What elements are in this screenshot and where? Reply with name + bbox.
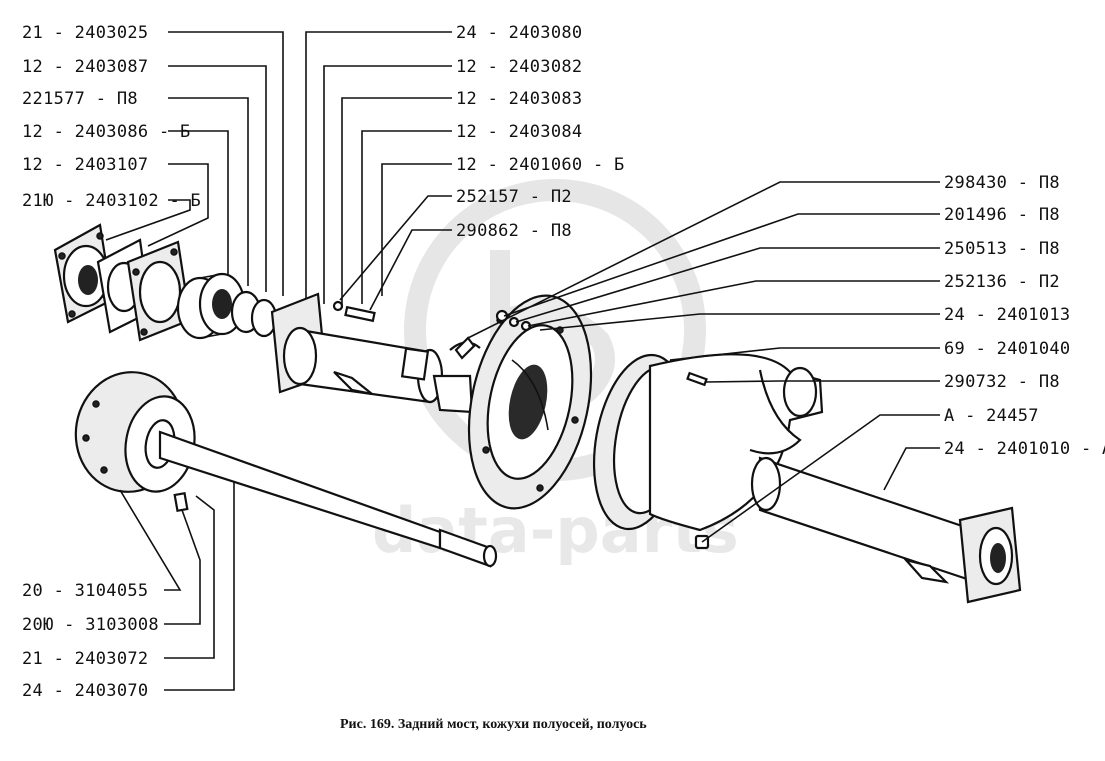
label-part: А - 24457 [944, 406, 1039, 426]
leaders-left-top [105, 31, 284, 296]
label-part: 21 - 2403025 [22, 23, 148, 43]
label-part: 12 - 2403083 [456, 89, 582, 109]
part-axle-housing-right [750, 456, 1022, 604]
figure-caption: Рис. 169. Задний мост, кожухи полуосей, … [340, 717, 647, 732]
part-brake-flange [467, 294, 593, 510]
label-part: 201496 - П8 [944, 205, 1060, 225]
labels-left-top: 21 - 2403025 12 - 2403087 221577 - П8 12… [22, 23, 201, 211]
label-part: 298430 - П8 [944, 173, 1060, 193]
label-part: 24 - 2401013 [944, 305, 1070, 325]
label-part: 12 - 2403082 [456, 57, 582, 77]
label-part: 12 - 2403107 [22, 155, 148, 175]
leaders-left-bottom [119, 482, 235, 691]
part-bolt [332, 300, 376, 323]
label-part: 24 - 2403070 [22, 681, 148, 701]
label-part: 24 - 2403080 [456, 23, 582, 43]
leaders-center-top [305, 31, 452, 311]
label-part: 24 - 2401010 - А [944, 439, 1105, 459]
label-part: 12 - 2401060 - Б [456, 155, 625, 175]
label-part: 290732 - П8 [944, 372, 1060, 392]
leaders-right [467, 181, 940, 543]
label-part: 12 - 2403087 [22, 57, 148, 77]
label-part: 252157 - П2 [456, 187, 572, 207]
label-part: 21Ю - 2403102 - Б [22, 191, 201, 211]
labels-left-bottom: 20 - 3104055 20Ю - 3103008 21 - 2403072 … [22, 581, 159, 701]
part-bearing [176, 272, 278, 340]
label-part: 21 - 2403072 [22, 649, 148, 669]
label-part: 221577 - П8 [22, 89, 138, 109]
label-part: 250513 - П8 [944, 239, 1060, 259]
part-grease-nipple [454, 336, 476, 360]
labels-right: 298430 - П8 201496 - П8 250513 - П8 2521… [944, 173, 1105, 459]
label-part: 12 - 2403086 - Б [22, 122, 191, 142]
label-part: 20 - 3104055 [22, 581, 148, 601]
part-axle-housing-left [270, 292, 481, 414]
labels-center-top: 24 - 2403080 12 - 2403082 12 - 2403083 1… [456, 23, 625, 241]
label-part: 69 - 2401040 [944, 339, 1070, 359]
label-part: 252136 - П2 [944, 272, 1060, 292]
label-part: 20Ю - 3103008 [22, 615, 159, 635]
label-part: 12 - 2403084 [456, 122, 582, 142]
part-half-shaft [74, 371, 498, 568]
part-differential-housing [592, 353, 824, 532]
label-part: 290862 - П8 [456, 221, 572, 241]
